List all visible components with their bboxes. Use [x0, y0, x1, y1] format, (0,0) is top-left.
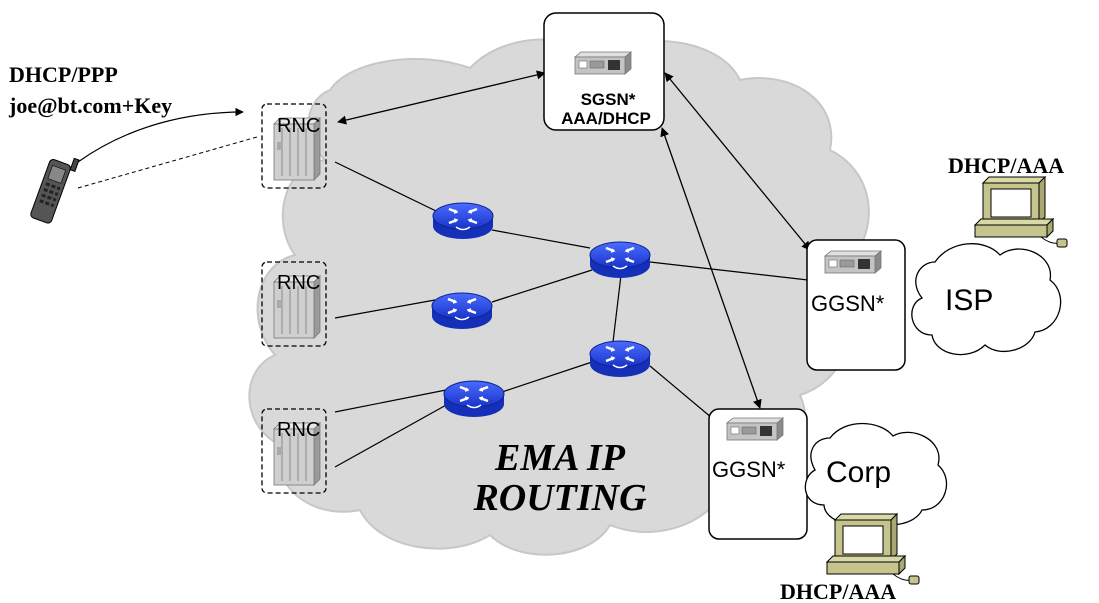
core-label-line1: EMA IP — [494, 437, 626, 479]
rnc-icon: RNC — [277, 115, 320, 137]
signaling-arrows — [337, 70, 811, 409]
gateway-device-icon — [824, 250, 882, 274]
sgsn-node: SGSN* AAA/DHCP — [543, 12, 665, 131]
rnc-node-3: RNC — [261, 408, 327, 494]
router-icon — [588, 339, 652, 379]
router-icon — [442, 379, 506, 419]
cloud-icon — [804, 423, 948, 526]
router-icon — [588, 240, 652, 280]
rnc-icon: RNC — [277, 272, 320, 294]
ggsn-label: GGSN* — [712, 457, 786, 482]
isp-cloud: ISP — [911, 243, 1062, 356]
gateway-device-icon — [574, 51, 632, 75]
computer-terminal-icon — [974, 176, 1068, 248]
core-label-line2: ROUTING — [472, 477, 647, 519]
phone-label-user: joe@bt.com+Key — [8, 93, 172, 118]
mobile-phone-icon — [30, 157, 80, 224]
ggsn-label: GGSN* — [811, 291, 885, 316]
rnc-node-1: RNC — [261, 103, 327, 189]
ggsn-node-isp: GGSN* — [806, 239, 906, 371]
isp-label: ISP — [945, 284, 993, 317]
rnc-node-2: RNC — [261, 261, 327, 347]
dhcp-aaa-label-isp: DHCP/AAA — [948, 153, 1064, 178]
dhcp-aaa-label-corp: DHCP/AAA — [780, 579, 896, 603]
corp-label: Corp — [826, 456, 891, 489]
corp-cloud: Corp — [804, 423, 948, 526]
cloud-icon — [911, 243, 1062, 356]
phone-dashed-link — [77, 136, 258, 189]
phone-signal-arc — [77, 107, 244, 163]
sgsn-label: SGSN* — [581, 90, 636, 109]
ggsn-node-corp: GGSN* — [708, 408, 808, 540]
gateway-device-icon — [726, 417, 784, 441]
phone-label-protocol: DHCP/PPP — [9, 62, 118, 87]
router-icon — [431, 201, 495, 241]
rnc-icon: RNC — [277, 419, 320, 441]
computer-terminal-icon — [826, 513, 920, 585]
aaa-dhcp-label: AAA/DHCP — [561, 109, 651, 128]
router-icon — [430, 291, 494, 331]
